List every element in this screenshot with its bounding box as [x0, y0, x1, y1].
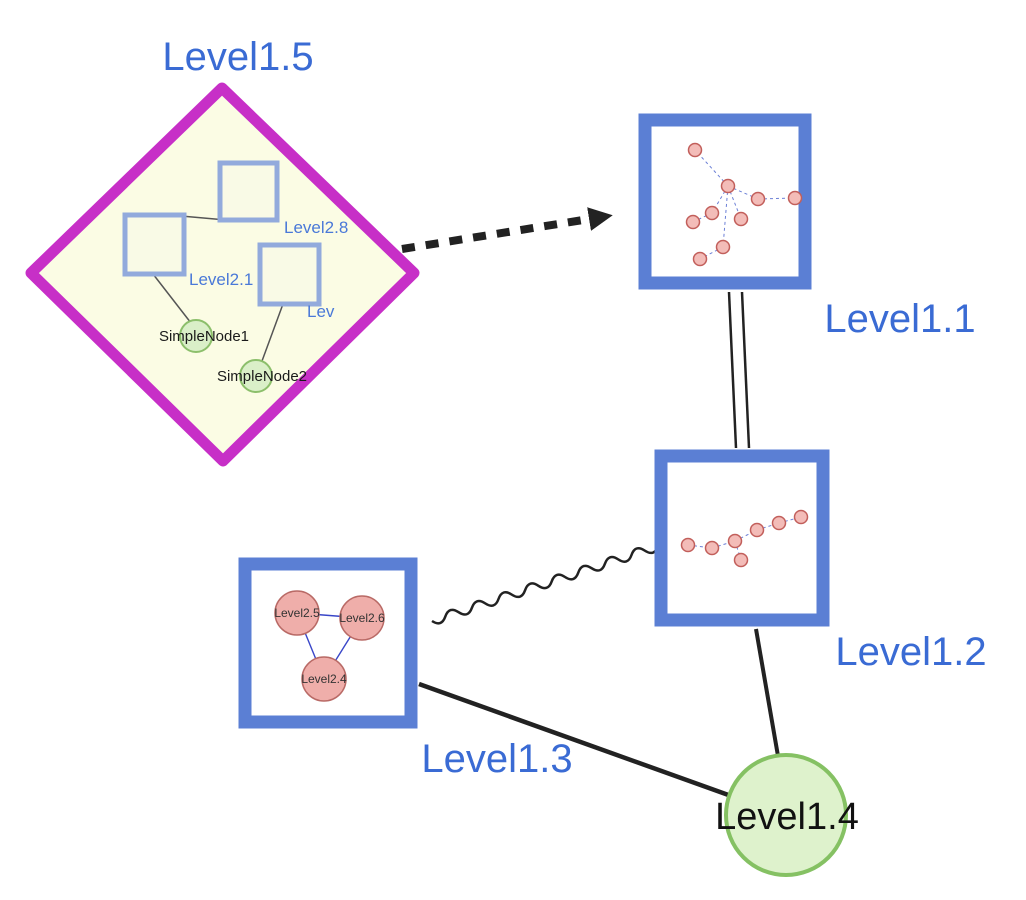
inner-graph-edge: [722, 185, 729, 248]
node-level1-3-label: Level1.3: [421, 737, 572, 781]
inner-graph-edge: [699, 246, 724, 260]
inner-graph-node[interactable]: [692, 251, 708, 267]
wavy-edge: [431, 545, 660, 625]
inner-graph-node[interactable]: [733, 552, 749, 568]
inner-node-level2-1-label: Level2.1: [189, 270, 253, 289]
inner-graph-node[interactable]: [704, 540, 720, 556]
inner-node-level2-5[interactable]: [274, 590, 320, 636]
level1-1-inner-graph: [685, 142, 803, 267]
inner-node-level2-8[interactable]: [217, 160, 280, 223]
node-level1-3[interactable]: Level2.5 Level2.6 Level2.4: [238, 557, 418, 729]
node-level1-4[interactable]: [724, 753, 848, 877]
node-level1-2-label: Level1.2: [835, 630, 986, 674]
node-level1-5-label: Level1.5: [162, 35, 313, 79]
node-level1-1-label: Level1.1: [824, 297, 975, 341]
node-level1-4-label: Level1.4: [715, 796, 859, 838]
dashed-arrow-edge: [401, 207, 613, 253]
inner-graph-node[interactable]: [727, 533, 743, 549]
level1-4-circle[interactable]: [724, 753, 848, 877]
inner-graph-node[interactable]: [680, 537, 696, 553]
inner-edge-square-right-to-simplenode2: [261, 303, 284, 362]
inner-graph-node[interactable]: [720, 178, 736, 194]
level1-2-inner-graph: [680, 509, 809, 568]
inner-graph-node[interactable]: [715, 239, 731, 255]
inner-graph-node[interactable]: [771, 515, 787, 531]
solid-edge: [418, 681, 735, 800]
inner-edge-square-left-to-simplenode1: [152, 273, 192, 324]
inner-node-simplenode1-label: SimpleNode1: [159, 328, 249, 345]
edge-level12-to-level14: [754, 628, 780, 757]
inner-node-simplenode2-label: SimpleNode2: [217, 368, 307, 385]
inner-node-level2-1[interactable]: [122, 212, 187, 277]
inner-graph-node[interactable]: [793, 509, 809, 525]
inner-node-level2-8-label: Level2.8: [284, 218, 348, 237]
edge-level15-to-level11: [401, 207, 613, 253]
inner-graph-node[interactable]: [787, 190, 803, 206]
inner-node-level2-6[interactable]: [339, 595, 385, 641]
inner-node-simplenode2[interactable]: [239, 359, 273, 393]
inner-graph-node[interactable]: [750, 191, 766, 207]
edge-level13-to-level14: [418, 681, 735, 800]
double-edge-line-2: [740, 291, 751, 449]
inner-graph-node[interactable]: [733, 211, 749, 227]
level1-3-inner-graph: Level2.5 Level2.6 Level2.4: [274, 590, 385, 702]
edge-level11-to-level12: [727, 291, 751, 449]
inner-graph-edge: [694, 149, 729, 187]
inner-graph-node[interactable]: [685, 214, 701, 230]
node-level1-2[interactable]: [654, 449, 830, 627]
inner-node-level2-4[interactable]: [301, 656, 347, 702]
inner-node-level2-4-label: Level2.4: [301, 672, 347, 686]
inner-node-lev[interactable]: [257, 242, 322, 307]
inner-node-lev-label: Lev: [307, 302, 335, 321]
inner-node-simplenode1[interactable]: [179, 319, 213, 353]
inner-node-level2-5-label: Level2.5: [274, 606, 320, 620]
diamond-shape[interactable]: [25, 82, 420, 467]
edge-level13-to-level12: [431, 545, 660, 625]
solid-edge: [754, 628, 780, 757]
inner-graph-node[interactable]: [749, 522, 765, 538]
inner-graph-node[interactable]: [704, 205, 720, 221]
group-box-level1-1[interactable]: [638, 113, 812, 290]
node-level1-5[interactable]: Level2.8 Level2.1 Lev SimpleNode1 Simple…: [25, 82, 420, 467]
double-edge-line-1: [727, 291, 738, 449]
inner-graph-node[interactable]: [687, 142, 703, 158]
node-level1-1[interactable]: [638, 113, 812, 290]
inner-node-level2-6-label: Level2.6: [339, 611, 385, 625]
